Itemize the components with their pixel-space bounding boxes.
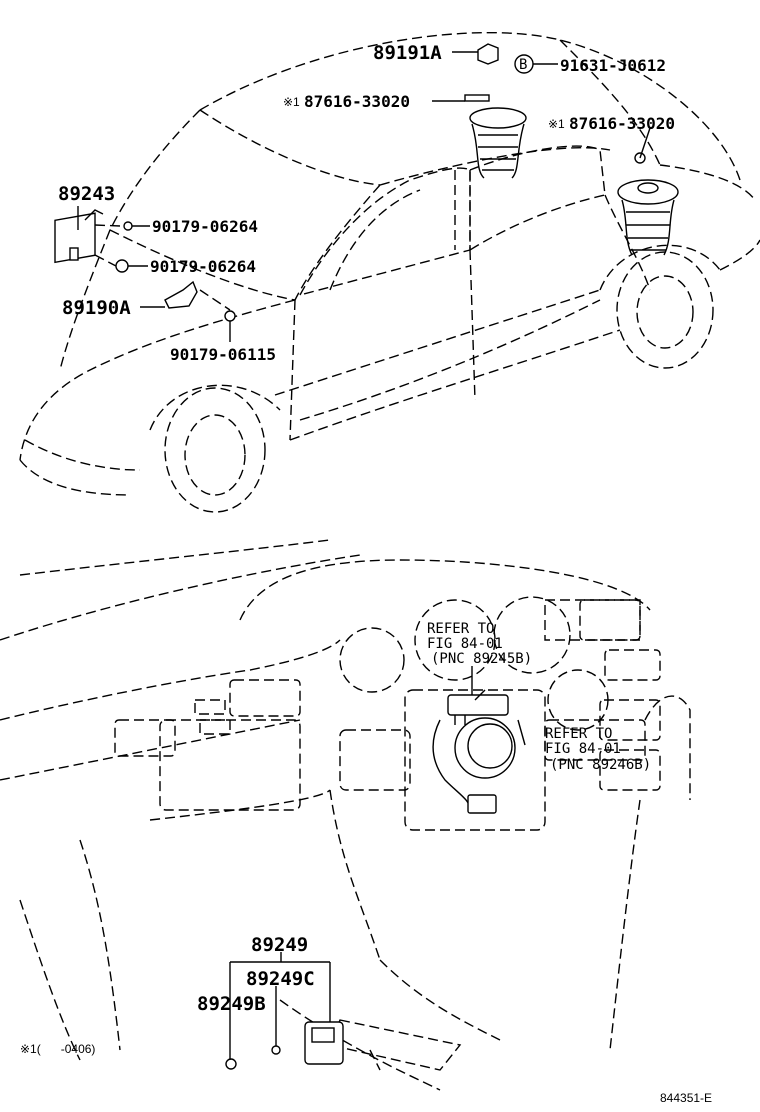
top-parts: B [54, 43, 679, 322]
bolt-marker-label: B [519, 57, 527, 73]
refer1-line3: (PNC 89245B) [431, 651, 532, 667]
refer-note-2: REFER TO FIG 84-01 (PNC 89246B) [545, 726, 651, 773]
bracket-89190a [164, 280, 198, 309]
car-body-illustration [19, 31, 760, 513]
spiral-cable [432, 689, 516, 814]
bottom-leaders [229, 666, 526, 1060]
nut-90179-c [224, 310, 236, 322]
label-87616-left: 87616-33020 [304, 92, 410, 111]
bracket-89191a [477, 43, 499, 65]
label-89249: 89249 [251, 934, 308, 956]
note-mark-right: ※1 [548, 117, 565, 131]
label-87616-right: 87616-33020 [569, 114, 675, 133]
figure-id: 844351-E [660, 1091, 712, 1105]
label-91631-j0612: 91631-J0612 [560, 56, 666, 75]
label-89249b: 89249B [197, 993, 266, 1015]
dashboard-illustration [0, 539, 691, 1091]
bound-stopper-left [464, 94, 527, 179]
nut-90179-a [123, 221, 133, 231]
switch-knob-89249b [225, 1058, 237, 1070]
label-89191a: 89191A [373, 42, 442, 64]
note-mark-left: ※1 [283, 95, 300, 109]
refer-note-1: REFER TO FIG 84-01 (PNC 89245B) [427, 621, 532, 667]
footnote: ※1( -0406) [20, 1042, 95, 1056]
refer2-line2: FIG 84-01 [545, 741, 621, 757]
label-90179-06264-b: 90179-06264 [150, 257, 256, 276]
label-89249c: 89249C [246, 968, 315, 990]
refer2-line3: (PNC 89246B) [550, 757, 651, 773]
refer2-line1: REFER TO [545, 726, 612, 742]
switch-89249 [225, 1021, 344, 1070]
top-leaders [77, 51, 651, 342]
label-89243: 89243 [58, 183, 115, 205]
bound-stopper-right [617, 152, 679, 256]
label-90179-06264-a: 90179-06264 [152, 217, 258, 236]
label-89190a: 89190A [62, 297, 131, 319]
refer1-line2: FIG 84-01 [427, 636, 503, 652]
nut-90179-b [115, 259, 129, 273]
refer1-line1: REFER TO [427, 621, 494, 637]
label-90179-06115: 90179-06115 [170, 345, 276, 364]
switch-knob-89249c [271, 1045, 281, 1055]
sensor-89243 [54, 209, 104, 264]
